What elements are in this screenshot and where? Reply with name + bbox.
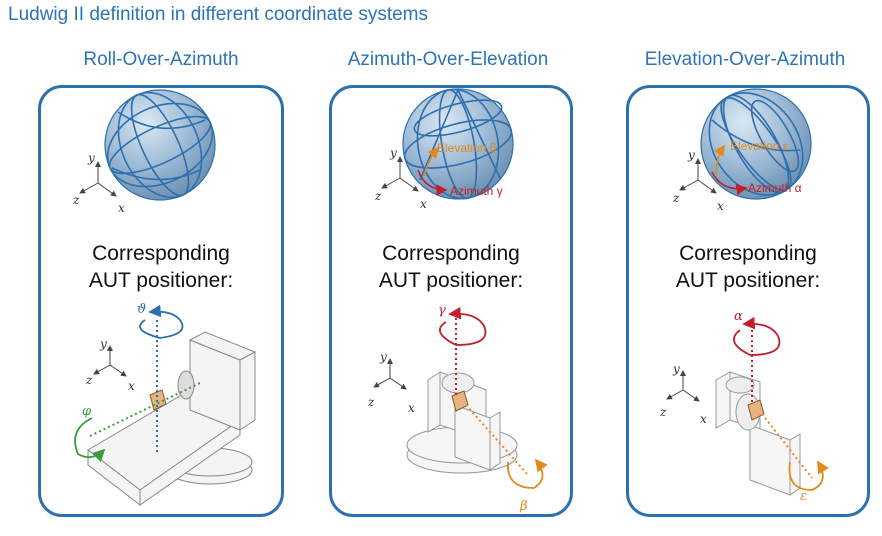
corresponding-label-1: Corresponding AUT positioner:	[31, 240, 291, 294]
corresponding-line: Corresponding	[679, 242, 817, 265]
y-axis-label: y	[389, 146, 397, 160]
axes-sphere-1: y x z	[72, 151, 125, 215]
page-title: Ludwig II definition in different coordi…	[8, 4, 428, 25]
corresponding-label-2: Corresponding AUT positioner:	[321, 240, 581, 294]
alpha-label: α	[734, 309, 743, 324]
panel-title-elevation-over-azimuth: Elevation-Over-Azimuth	[644, 49, 846, 70]
sphere-angle-annotations-3: Elevation ε Azimuth α	[711, 139, 802, 196]
x-axis-label: x	[420, 197, 427, 211]
rotation-beta: β	[465, 404, 548, 514]
corresponding-line: Corresponding	[92, 242, 230, 265]
z-axis-label: z	[367, 395, 375, 409]
y-axis-label: y	[87, 151, 95, 165]
aut-positioner-line: AUT positioner:	[88, 269, 234, 292]
corresponding-label-3: Corresponding AUT positioner:	[618, 240, 878, 294]
phi-label: φ	[82, 404, 92, 419]
gamma-label: γ	[438, 303, 446, 318]
axes-positioner-1: y x z	[85, 337, 135, 393]
corresponding-line: Corresponding	[382, 242, 520, 265]
z-axis-label: z	[672, 191, 680, 205]
panel-elevation-over-azimuth	[626, 85, 870, 517]
sphere-azimuth-over-elevation	[402, 88, 514, 200]
rotation-phi: φ	[74, 382, 201, 463]
azimuth-alpha-label: Azimuth α	[748, 181, 802, 195]
x-axis-label: x	[408, 401, 415, 415]
antenna-under-test-2	[451, 390, 469, 412]
panel-azimuth-over-elevation	[329, 85, 573, 517]
axes-sphere-2: y x z	[374, 146, 427, 211]
positioner-azimuth-over-elevation	[406, 371, 518, 474]
z-axis-label: z	[85, 373, 93, 387]
beta-label: β	[519, 499, 528, 514]
y-axis-label: y	[99, 337, 107, 351]
panel-title-roll-over-azimuth: Roll-Over-Azimuth	[83, 49, 239, 70]
rotation-theta: ϑ	[137, 302, 184, 455]
rotation-epsilon: ε	[761, 413, 829, 504]
z-axis-label: z	[374, 189, 382, 203]
positioner-roll-over-azimuth	[87, 331, 257, 507]
aut-positioner-line: AUT positioner:	[675, 269, 821, 292]
panel-roll-over-azimuth	[38, 85, 284, 517]
y-axis-label: y	[672, 362, 680, 376]
antenna-under-test-3	[747, 399, 765, 421]
elevation-epsilon-label: Elevation ε	[730, 139, 789, 153]
sphere-angle-annotations-2: Elevation β Azimuth γ	[417, 141, 503, 198]
aut-positioner-line: AUT positioner:	[378, 269, 524, 292]
x-axis-label: x	[118, 201, 125, 215]
positioner-elevation-over-azimuth	[715, 371, 801, 496]
x-axis-label: x	[717, 199, 724, 213]
y-axis-label: y	[687, 148, 695, 162]
sphere-elevation-over-azimuth	[700, 88, 812, 200]
epsilon-label: ε	[800, 489, 807, 504]
sphere-roll-over-azimuth	[104, 89, 216, 201]
x-axis-label: x	[700, 412, 707, 426]
panel-title-azimuth-over-elevation: Azimuth-Over-Elevation	[347, 49, 549, 70]
z-axis-label: z	[72, 193, 80, 207]
rotation-alpha: α	[733, 309, 781, 402]
x-axis-label: x	[128, 379, 135, 393]
y-axis-label: y	[379, 350, 387, 364]
axes-positioner-2: y x z	[367, 350, 415, 415]
z-axis-label: z	[659, 405, 667, 419]
theta-label: ϑ	[137, 302, 146, 317]
azimuth-gamma-label: Azimuth γ	[450, 184, 503, 198]
elevation-beta-label: Elevation β	[437, 141, 497, 155]
axes-sphere-3: y x z	[672, 148, 724, 213]
rotation-gamma: γ	[438, 303, 487, 396]
axes-positioner-3: y x z	[659, 362, 707, 426]
